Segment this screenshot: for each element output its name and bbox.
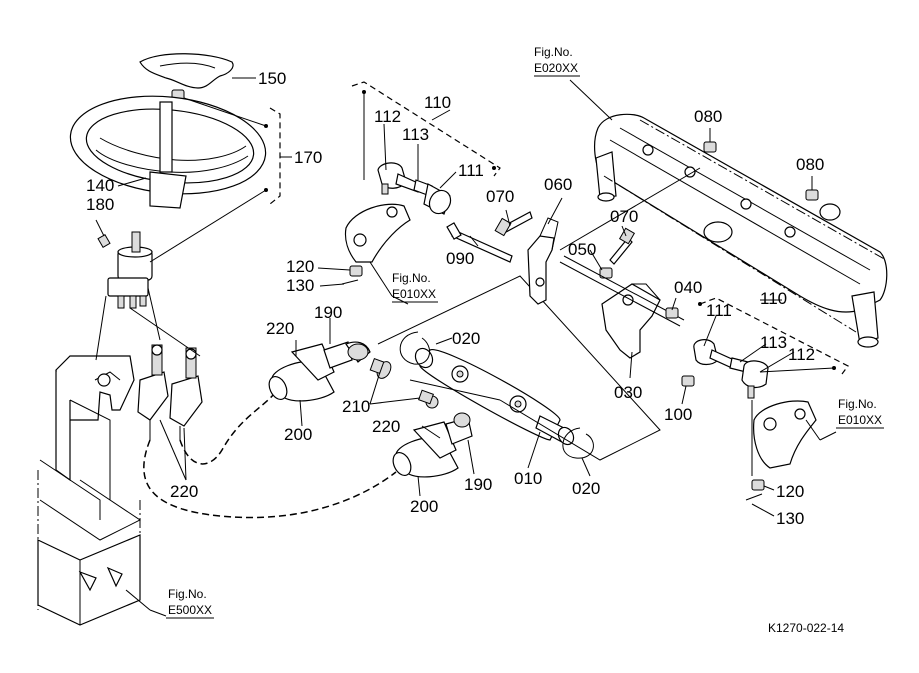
label-060: 060 bbox=[544, 175, 572, 194]
figref-e010-lower-code: E010XX bbox=[838, 413, 882, 427]
label-120-lower: 120 bbox=[776, 482, 804, 501]
label-220-steering: 220 bbox=[170, 482, 198, 501]
figref-e020-code: E020XX bbox=[534, 61, 578, 75]
label-111-upper: 111 bbox=[458, 161, 484, 180]
figref-e500-title: Fig.No. bbox=[168, 587, 207, 601]
bolt-090 bbox=[446, 222, 513, 263]
label-180: 180 bbox=[86, 195, 114, 214]
label-190-upper: 190 bbox=[314, 303, 342, 322]
figref-e020: Fig.No. E020XX bbox=[534, 45, 580, 77]
nut-080-upper bbox=[703, 141, 717, 153]
figref-e010-lower-title: Fig.No. bbox=[838, 397, 877, 411]
label-070-upper: 070 bbox=[486, 187, 514, 206]
label-200-upper: 200 bbox=[284, 425, 312, 444]
part-labels: 150 170 140 180 110 112 113 111 120 130 … bbox=[86, 69, 824, 528]
snap-ring-020-right bbox=[562, 427, 594, 459]
label-112-upper: 112 bbox=[374, 107, 401, 126]
label-020-right: 020 bbox=[572, 479, 600, 498]
bracket-060 bbox=[527, 217, 559, 305]
label-200-lower: 200 bbox=[410, 497, 438, 516]
cylinder-group-outline bbox=[377, 275, 661, 461]
nut-080-lower bbox=[805, 189, 819, 201]
nut-040 bbox=[665, 307, 679, 319]
bracket-030 bbox=[559, 255, 685, 359]
label-040: 040 bbox=[674, 278, 702, 297]
hose-lower bbox=[143, 439, 397, 519]
nut-100 bbox=[681, 375, 695, 387]
drawing-code: K1270-022-14 bbox=[768, 621, 844, 635]
label-120-upper: 120 bbox=[286, 257, 314, 276]
label-112-lower: 112 bbox=[788, 345, 815, 364]
leader-lines bbox=[95, 77, 813, 517]
steering-unit-leader-lines bbox=[95, 287, 201, 361]
label-150: 150 bbox=[258, 69, 286, 88]
label-070-lower: 070 bbox=[610, 207, 638, 226]
knuckle-arm-lower bbox=[745, 400, 817, 501]
front-axle bbox=[594, 113, 888, 348]
figref-e010-upper: Fig.No. E010XX bbox=[392, 271, 438, 303]
label-130-upper: 130 bbox=[286, 276, 314, 295]
steering-wheel bbox=[69, 95, 267, 209]
steering-wheel-cap bbox=[139, 53, 234, 89]
figref-e010-upper-title: Fig.No. bbox=[392, 271, 431, 285]
tie-rod-110-lower bbox=[693, 297, 849, 399]
label-020-left: 020 bbox=[452, 329, 480, 348]
label-190-lower: 190 bbox=[464, 475, 492, 494]
snap-ring-020-left bbox=[399, 331, 430, 365]
fitting-220-left bbox=[137, 344, 169, 440]
steering-column-frame bbox=[37, 355, 141, 626]
label-110-lower: 110 bbox=[760, 289, 787, 308]
label-100: 100 bbox=[664, 405, 692, 424]
hose-assembly-200-upper bbox=[268, 341, 439, 409]
label-111-lower: 111 bbox=[706, 301, 732, 320]
label-220-lower: 220 bbox=[372, 417, 400, 436]
label-113-lower: 113 bbox=[760, 333, 787, 352]
steering-unit bbox=[97, 231, 153, 309]
figref-leaders bbox=[125, 261, 837, 617]
hose-upper bbox=[179, 391, 277, 465]
label-130-lower: 130 bbox=[776, 509, 804, 528]
label-113-upper: 113 bbox=[402, 125, 429, 144]
group-bracket-170 bbox=[149, 97, 292, 263]
label-050: 050 bbox=[568, 240, 596, 259]
tie-rod-110-upper bbox=[351, 81, 501, 215]
figref-e500: Fig.No. E500XX bbox=[166, 587, 214, 619]
label-170: 170 bbox=[294, 148, 322, 167]
hose-assembly-200-lower bbox=[392, 412, 473, 478]
label-010: 010 bbox=[514, 469, 542, 488]
bolt-070-upper bbox=[494, 211, 533, 237]
steering-cylinder bbox=[414, 347, 575, 446]
label-090: 090 bbox=[446, 249, 474, 268]
figref-e010-lower: Fig.No. E010XX bbox=[836, 397, 884, 429]
bolt-070-lower bbox=[609, 227, 636, 265]
label-030: 030 bbox=[614, 383, 642, 402]
label-220-upper: 220 bbox=[266, 319, 294, 338]
fitting-210 bbox=[369, 358, 434, 405]
label-080-lower: 080 bbox=[796, 155, 824, 174]
label-140: 140 bbox=[86, 176, 114, 195]
fitting-220-right bbox=[169, 347, 203, 440]
label-210: 210 bbox=[342, 397, 370, 416]
label-080-upper: 080 bbox=[694, 107, 722, 126]
axle-leader-lines bbox=[559, 79, 701, 251]
figref-e500-code: E500XX bbox=[168, 603, 212, 617]
label-110-upper: 110 bbox=[424, 93, 451, 112]
figref-e010-upper-code: E010XX bbox=[392, 287, 436, 301]
figref-e020-title: Fig.No. bbox=[534, 45, 573, 59]
knuckle-arm-upper bbox=[341, 203, 411, 285]
